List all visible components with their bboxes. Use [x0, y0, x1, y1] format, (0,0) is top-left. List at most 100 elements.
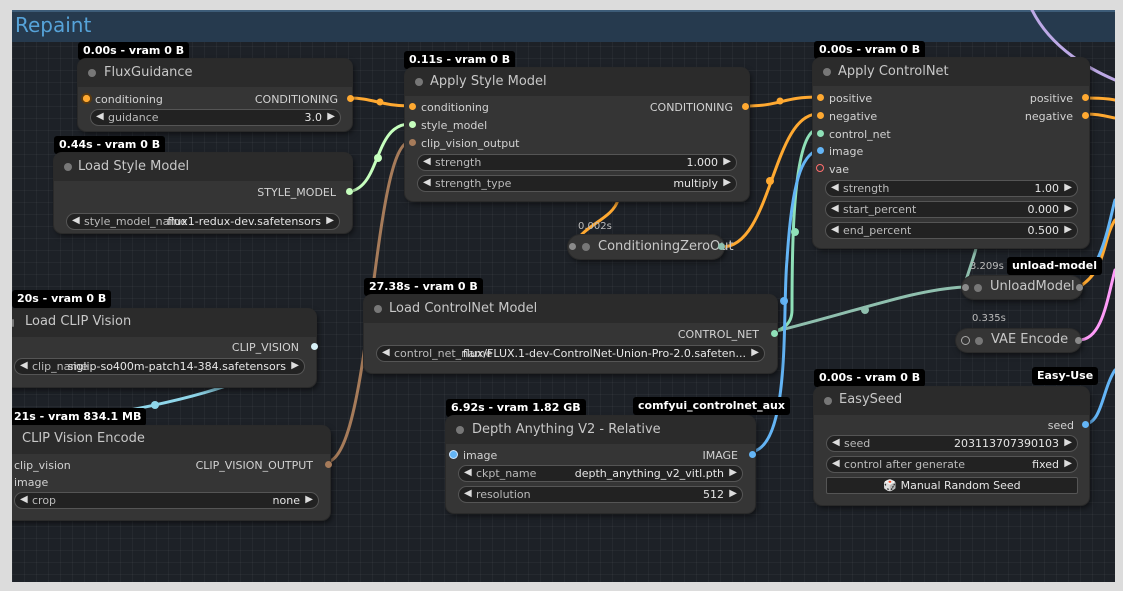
- arrow-left-icon[interactable]: ◀: [20, 360, 28, 371]
- output-socket[interactable]: [325, 461, 332, 468]
- node-titlebar[interactable]: FluxGuidance: [78, 59, 352, 87]
- input-socket[interactable]: [450, 451, 457, 458]
- input-socket-optional[interactable]: [961, 336, 970, 345]
- strength-type-widget[interactable]: ◀ strength_type multiply ▶: [417, 175, 737, 192]
- input-socket[interactable]: [817, 147, 824, 154]
- output-socket[interactable]: [749, 451, 756, 458]
- arrow-left-icon[interactable]: ◀: [832, 437, 840, 448]
- style-model-name-widget[interactable]: ◀ style_model_name flux1-redux-dev.safet…: [66, 213, 340, 230]
- collapse-dot-icon[interactable]: [975, 337, 983, 345]
- ckpt-name-widget[interactable]: ◀ ckpt_name depth_anything_v2_vitl.pth ▶: [458, 465, 743, 482]
- node-conditioning-zero-out[interactable]: ConditioningZeroOut: [568, 235, 734, 259]
- output-socket[interactable]: [1082, 421, 1089, 428]
- arrow-left-icon[interactable]: ◀: [464, 488, 472, 499]
- start-percent-widget[interactable]: ◀ start_percent 0.000 ▶: [825, 201, 1078, 218]
- arrow-right-icon[interactable]: ▶: [326, 215, 334, 226]
- arrow-right-icon[interactable]: ▶: [723, 156, 731, 167]
- end-percent-widget[interactable]: ◀ end_percent 0.500 ▶: [825, 222, 1078, 239]
- arrow-left-icon[interactable]: ◀: [423, 177, 431, 188]
- output-socket[interactable]: [346, 188, 353, 195]
- arrow-right-icon[interactable]: ▶: [291, 360, 299, 371]
- collapse-dot-icon[interactable]: [64, 163, 72, 171]
- node-easyseed[interactable]: EasySeed seed ◀ seed 203113707390103 ▶ ◀…: [814, 387, 1089, 505]
- collapse-dot-icon[interactable]: [974, 284, 982, 292]
- resolution-widget[interactable]: ◀ resolution 512 ▶: [458, 486, 743, 503]
- strength-widget[interactable]: ◀ strength 1.000 ▶: [417, 154, 737, 171]
- node-fluxguidance[interactable]: FluxGuidance conditioning CONDITIONING ◀…: [78, 59, 354, 131]
- arrow-right-icon[interactable]: ▶: [1064, 224, 1072, 235]
- arrow-right-icon[interactable]: ▶: [723, 177, 731, 188]
- node-load-controlnet-model[interactable]: Load ControlNet Model CONTROL_NET ◀ cont…: [364, 295, 778, 373]
- output-socket[interactable]: [742, 103, 749, 110]
- input-socket[interactable]: [409, 139, 416, 146]
- node-vae-encode[interactable]: VAE Encode: [956, 329, 1082, 352]
- node-apply-style-model[interactable]: Apply Style Model conditioning style_mod…: [405, 68, 749, 201]
- input-socket-optional[interactable]: [816, 164, 824, 172]
- collapse-dot-icon[interactable]: [823, 68, 831, 76]
- arrow-right-icon[interactable]: ▶: [305, 494, 313, 505]
- node-titlebar[interactable]: Apply ControlNet: [813, 58, 1089, 86]
- arrow-right-icon[interactable]: ▶: [1064, 458, 1072, 469]
- collapse-dot-icon[interactable]: [12, 319, 14, 327]
- arrow-left-icon[interactable]: ◀: [72, 215, 80, 226]
- clip-name-widget[interactable]: ◀ clip_name siglip-so400m-patch14-384.sa…: [14, 358, 305, 375]
- output-socket[interactable]: [718, 243, 725, 250]
- node-titlebar[interactable]: Load ControlNet Model: [364, 295, 777, 323]
- arrow-right-icon[interactable]: ▶: [729, 488, 737, 499]
- collapse-dot-icon[interactable]: [456, 426, 464, 434]
- output-socket[interactable]: [1075, 337, 1082, 344]
- arrow-left-icon[interactable]: ◀: [831, 182, 839, 193]
- crop-widget[interactable]: ◀ crop none ▶: [14, 492, 319, 509]
- guidance-widget[interactable]: ◀ guidance 3.0 ▶: [90, 109, 341, 126]
- arrow-right-icon[interactable]: ▶: [1064, 203, 1072, 214]
- arrow-right-icon[interactable]: ▶: [729, 467, 737, 478]
- arrow-left-icon[interactable]: ◀: [20, 494, 28, 505]
- collapse-dot-icon[interactable]: [824, 397, 832, 405]
- node-titlebar[interactable]: CLIP Vision Encode: [12, 426, 330, 454]
- collapse-dot-icon[interactable]: [88, 69, 96, 77]
- node-titlebar[interactable]: Load Style Model: [54, 153, 352, 181]
- arrow-left-icon[interactable]: ◀: [423, 156, 431, 167]
- collapse-dot-icon[interactable]: [415, 78, 423, 86]
- arrow-right-icon[interactable]: ▶: [1064, 437, 1072, 448]
- seed-widget[interactable]: ◀ seed 203113707390103 ▶: [826, 435, 1078, 452]
- strength-widget[interactable]: ◀ strength 1.00 ▶: [825, 180, 1078, 197]
- node-clip-vision-encode[interactable]: CLIP Vision Encode clip_vision image CLI…: [12, 426, 332, 520]
- arrow-left-icon[interactable]: ◀: [831, 224, 839, 235]
- manual-random-seed-button[interactable]: 🎲 Manual Random Seed: [826, 477, 1078, 494]
- arrow-left-icon[interactable]: ◀: [831, 203, 839, 214]
- input-socket[interactable]: [817, 130, 824, 137]
- arrow-right-icon[interactable]: ▶: [1064, 182, 1072, 193]
- node-titlebar[interactable]: EasySeed: [814, 387, 1089, 415]
- input-socket[interactable]: [83, 95, 90, 102]
- input-socket[interactable]: [962, 284, 969, 291]
- node-titlebar[interactable]: Depth Anything V2 - Relative: [446, 416, 755, 444]
- input-socket[interactable]: [409, 103, 416, 110]
- input-socket[interactable]: [569, 243, 576, 250]
- node-titlebar[interactable]: Load CLIP Vision: [12, 309, 316, 337]
- output-socket[interactable]: [1076, 284, 1083, 291]
- output-socket[interactable]: [311, 343, 318, 350]
- control-net-name-widget[interactable]: ◀ control_net_name flux/FLUX.1-dev-Contr…: [376, 345, 765, 362]
- collapse-dot-icon[interactable]: [582, 243, 590, 251]
- arrow-left-icon[interactable]: ◀: [832, 458, 840, 469]
- node-titlebar[interactable]: Apply Style Model: [405, 68, 749, 96]
- node-depth-anything[interactable]: Depth Anything V2 - Relative image IMAGE…: [446, 416, 756, 513]
- collapse-dot-icon[interactable]: [374, 305, 382, 313]
- node-load-style-model[interactable]: Load Style Model STYLE_MODEL ◀ style_mod…: [54, 153, 353, 233]
- arrow-left-icon[interactable]: ◀: [382, 347, 390, 358]
- input-socket[interactable]: [817, 94, 824, 101]
- arrow-right-icon[interactable]: ▶: [327, 111, 335, 122]
- group-header[interactable]: Repaint: [12, 10, 1115, 42]
- output-socket[interactable]: [771, 330, 778, 337]
- input-socket[interactable]: [409, 121, 416, 128]
- input-socket[interactable]: [817, 112, 824, 119]
- output-socket[interactable]: [1082, 112, 1089, 119]
- arrow-right-icon[interactable]: ▶: [751, 347, 759, 358]
- node-unload-model[interactable]: UnloadModel: [962, 276, 1083, 299]
- output-socket[interactable]: [1082, 94, 1089, 101]
- node-apply-controlnet[interactable]: Apply ControlNet positive negative contr…: [813, 58, 1089, 248]
- arrow-left-icon[interactable]: ◀: [96, 111, 104, 122]
- output-socket[interactable]: [347, 95, 354, 102]
- node-canvas[interactable]: Repaint: [12, 10, 1115, 582]
